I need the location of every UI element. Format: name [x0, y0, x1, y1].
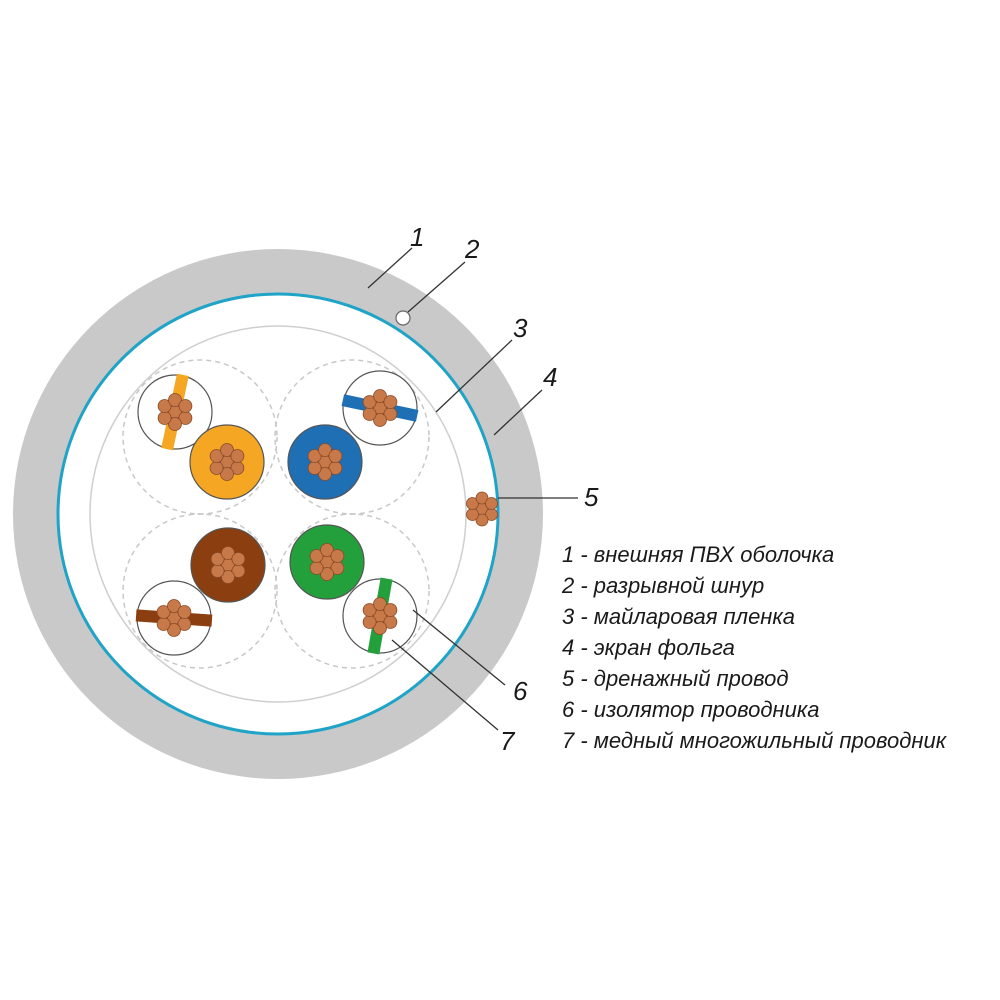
leader-line-6 — [412, 609, 506, 686]
copper-strand — [475, 491, 489, 505]
copper-strand — [220, 467, 234, 481]
copper-strand — [318, 467, 332, 481]
copper-strand — [362, 395, 377, 409]
callout-4: 4 — [543, 362, 557, 392]
copper-strand — [373, 389, 387, 403]
legend-item-7: 7 - медный многожильный проводник — [562, 728, 948, 753]
copper-strand — [210, 564, 225, 578]
legend-item-3: 3 - майларовая пленка — [562, 604, 795, 629]
pair-green — [289, 524, 418, 655]
leader-lines — [367, 247, 578, 731]
copper-strand — [167, 623, 181, 637]
copper-strand — [383, 395, 398, 409]
copper-strand — [177, 605, 192, 619]
callout-6: 6 — [513, 676, 528, 706]
callout-7: 7 — [500, 726, 516, 756]
callout-1: 1 — [410, 222, 424, 252]
copper-strand — [307, 461, 322, 475]
copper-strands — [362, 597, 398, 635]
conductor-green-solid — [289, 524, 365, 600]
copper-strand — [221, 546, 235, 560]
legend-item-6: 6 - изолятор проводника — [562, 697, 820, 722]
copper-strands — [362, 389, 398, 427]
copper-strand — [220, 443, 234, 457]
copper-strand — [230, 449, 245, 463]
copper-strand — [307, 449, 322, 463]
copper-strand — [485, 497, 498, 510]
copper-strand — [318, 443, 332, 457]
copper-strand — [178, 399, 193, 413]
leader-line-7 — [391, 639, 499, 731]
copper-strand — [156, 605, 171, 619]
conductor-blue-white — [341, 370, 419, 446]
conductor-green-white — [342, 577, 418, 655]
copper-strand — [383, 603, 398, 617]
rip-cord — [395, 310, 411, 326]
callout-5: 5 — [584, 482, 599, 512]
copper-strand — [209, 461, 224, 475]
callout-3: 3 — [513, 313, 528, 343]
copper-strand — [466, 497, 479, 510]
leader-line-2 — [407, 261, 466, 313]
pair-orange — [137, 373, 265, 500]
copper-strand — [231, 552, 246, 566]
pair-brown — [135, 527, 266, 656]
leader-line-1 — [367, 247, 413, 289]
conductor-orange-solid — [189, 424, 265, 500]
legend-item-4: 4 - экран фольга — [562, 635, 735, 660]
copper-strand — [373, 597, 387, 611]
copper-strand — [475, 513, 489, 527]
callout-2: 2 — [464, 234, 480, 264]
leader-line-4 — [493, 389, 543, 436]
copper-strands — [466, 491, 498, 527]
copper-strand — [373, 413, 387, 427]
legend-item-5: 5 - дренажный провод — [562, 666, 789, 691]
copper-strands — [307, 443, 343, 481]
drain-wire — [466, 491, 498, 527]
conductor-brown-white — [135, 580, 213, 656]
copper-strands — [210, 546, 246, 584]
copper-strand — [362, 407, 377, 421]
copper-strands — [157, 393, 193, 431]
copper-strand — [209, 449, 224, 463]
copper-strand — [167, 599, 181, 613]
copper-strand — [328, 449, 343, 463]
copper-strand — [156, 617, 171, 631]
legend: 1 - внешняя ПВХ оболочка 2 - разрывной ш… — [561, 542, 948, 753]
conductor-brown-solid — [190, 527, 266, 603]
copper-strand — [320, 543, 334, 557]
copper-strand — [157, 399, 172, 413]
pair-boundaries — [122, 359, 430, 669]
copper-strand — [320, 567, 334, 581]
copper-strand — [309, 561, 324, 575]
copper-strand — [373, 621, 387, 635]
copper-strand — [362, 615, 377, 629]
copper-strands — [309, 543, 345, 581]
leader-line-3 — [435, 339, 513, 413]
copper-strand — [168, 393, 182, 407]
pair-blue — [287, 370, 419, 500]
conductor-orange-white — [137, 373, 213, 451]
copper-strand — [466, 508, 479, 521]
copper-strand — [157, 411, 172, 425]
copper-strand — [362, 603, 377, 617]
legend-item-2: 2 - разрывной шнур — [561, 573, 764, 598]
conductor-blue-solid — [287, 424, 363, 500]
pair-boundary-green — [274, 513, 430, 669]
copper-strand — [309, 549, 324, 563]
copper-strand — [210, 552, 225, 566]
legend-item-1: 1 - внешняя ПВХ оболочка — [562, 542, 834, 567]
copper-strand — [221, 570, 235, 584]
copper-strands — [156, 599, 192, 637]
callout-numbers: 1 2 3 4 5 6 7 — [410, 222, 599, 756]
copper-strand — [168, 417, 182, 431]
copper-strand — [330, 549, 345, 563]
pair-boundary-brown — [122, 513, 278, 669]
copper-strands — [209, 443, 245, 481]
